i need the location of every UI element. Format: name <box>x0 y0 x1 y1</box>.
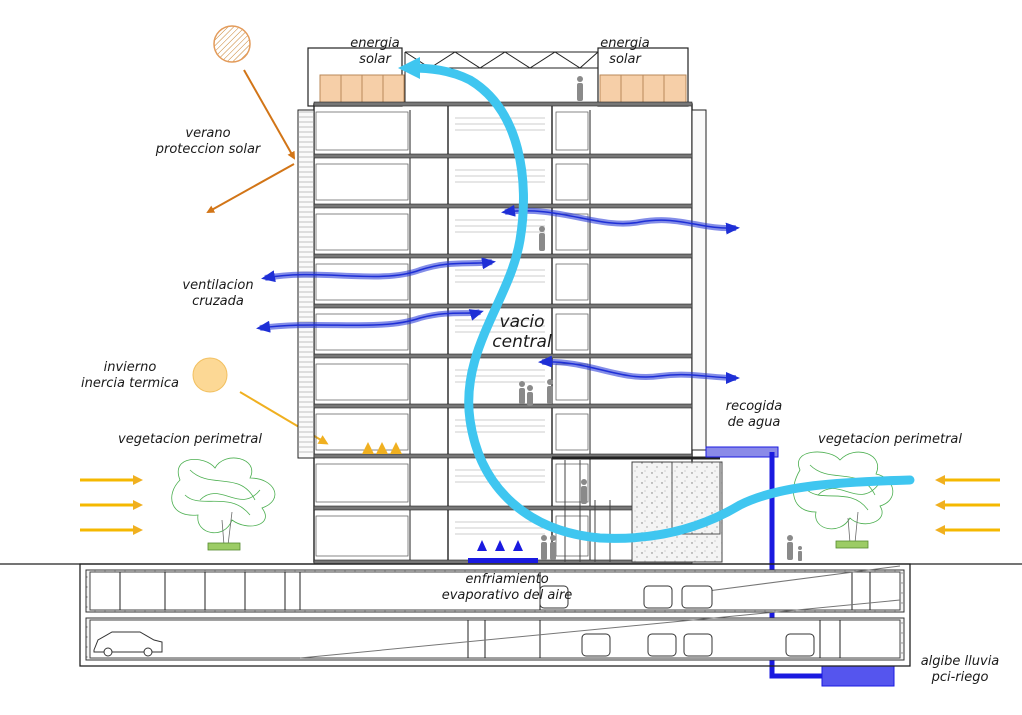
vacio-central-label: vacio central <box>482 312 562 352</box>
window-frame <box>315 413 409 451</box>
ventilacion-label: ventilacion cruzada <box>168 278 268 310</box>
label-line: recogida <box>725 399 783 414</box>
label-line: verano <box>185 126 231 141</box>
winter-sun <box>192 357 228 393</box>
window-frame <box>315 463 409 503</box>
label-line: algibe lluvia <box>920 654 1000 669</box>
algibe-label: algibe lluvia pci-riego <box>910 654 1010 686</box>
lobby-stair <box>671 461 721 535</box>
solar-panel-left <box>319 74 405 106</box>
window-frame <box>555 263 589 301</box>
label-line: enfriamiento <box>465 572 549 587</box>
cross-ventilation-arrows <box>256 204 740 384</box>
window-frame <box>555 413 589 451</box>
energia-solar-left-label: energia solar <box>340 36 410 68</box>
skylight-truss <box>404 51 599 106</box>
window-frame <box>315 313 409 351</box>
vegetacion-left-label: vegetacion perimetral <box>118 432 262 447</box>
vegetacion-right-label: vegetacion perimetral <box>818 432 962 447</box>
label-line: de agua <box>727 415 781 430</box>
floor-slab <box>313 453 693 459</box>
solar-panel-right <box>599 74 687 106</box>
window-frame <box>315 363 409 401</box>
tree-left <box>171 457 276 551</box>
window-frame <box>315 263 409 301</box>
window-frame <box>555 111 589 151</box>
label-line: evaporativo del aire <box>441 588 573 603</box>
summer-ray-in <box>243 69 295 160</box>
floor-slab <box>313 203 693 209</box>
label-line: solar <box>359 52 391 67</box>
floor-slab <box>313 153 693 159</box>
recogida-label: recogida de agua <box>714 399 794 431</box>
water-collection-roof <box>705 446 779 458</box>
summer-ray-out <box>206 163 295 213</box>
central-air-flow <box>398 57 915 543</box>
label-line: energia <box>600 36 650 51</box>
label-line: cruzada <box>192 294 244 309</box>
tree-right <box>793 451 894 549</box>
water-pipe <box>769 452 824 679</box>
label-line: ventilacion <box>182 278 254 293</box>
parked-cars <box>93 585 815 657</box>
window-frame <box>315 111 409 151</box>
invierno-label: invierno inercia termica <box>70 360 190 392</box>
summer-sun <box>213 25 251 63</box>
heat-triangles <box>362 442 402 454</box>
floor-slab <box>313 353 693 359</box>
window-frame <box>555 363 589 401</box>
label-line: proteccion solar <box>155 142 261 157</box>
wind-arrows-left <box>80 475 143 535</box>
window-frame <box>315 163 409 201</box>
label-line: invierno <box>103 360 157 375</box>
window-frame <box>315 515 409 557</box>
label-line: solar <box>609 52 641 67</box>
energia-solar-right-label: energia solar <box>590 36 660 68</box>
wind-arrows-right <box>935 475 1000 535</box>
evaporative-cooling-bar <box>468 558 538 563</box>
window-frame <box>555 313 589 351</box>
lobby-wall <box>631 461 723 563</box>
cooling-triangles <box>477 540 523 551</box>
window-frame <box>555 163 589 201</box>
rainwater-tank <box>821 665 895 687</box>
label-line: pci-riego <box>931 670 989 685</box>
verano-label: verano proteccion solar <box>148 126 268 158</box>
label-line: central <box>492 332 552 352</box>
basement <box>0 563 1022 667</box>
label-line: inercia termica <box>81 376 179 391</box>
enfriamiento-label: enfriamiento evaporativo del aire <box>432 572 582 604</box>
window-frame <box>555 463 589 503</box>
label-line: vacio <box>499 312 545 332</box>
floor-slab <box>313 403 693 409</box>
window-frame <box>315 213 409 251</box>
floor-slab <box>313 303 693 309</box>
floor-slab <box>313 253 693 259</box>
label-line: energia <box>350 36 400 51</box>
